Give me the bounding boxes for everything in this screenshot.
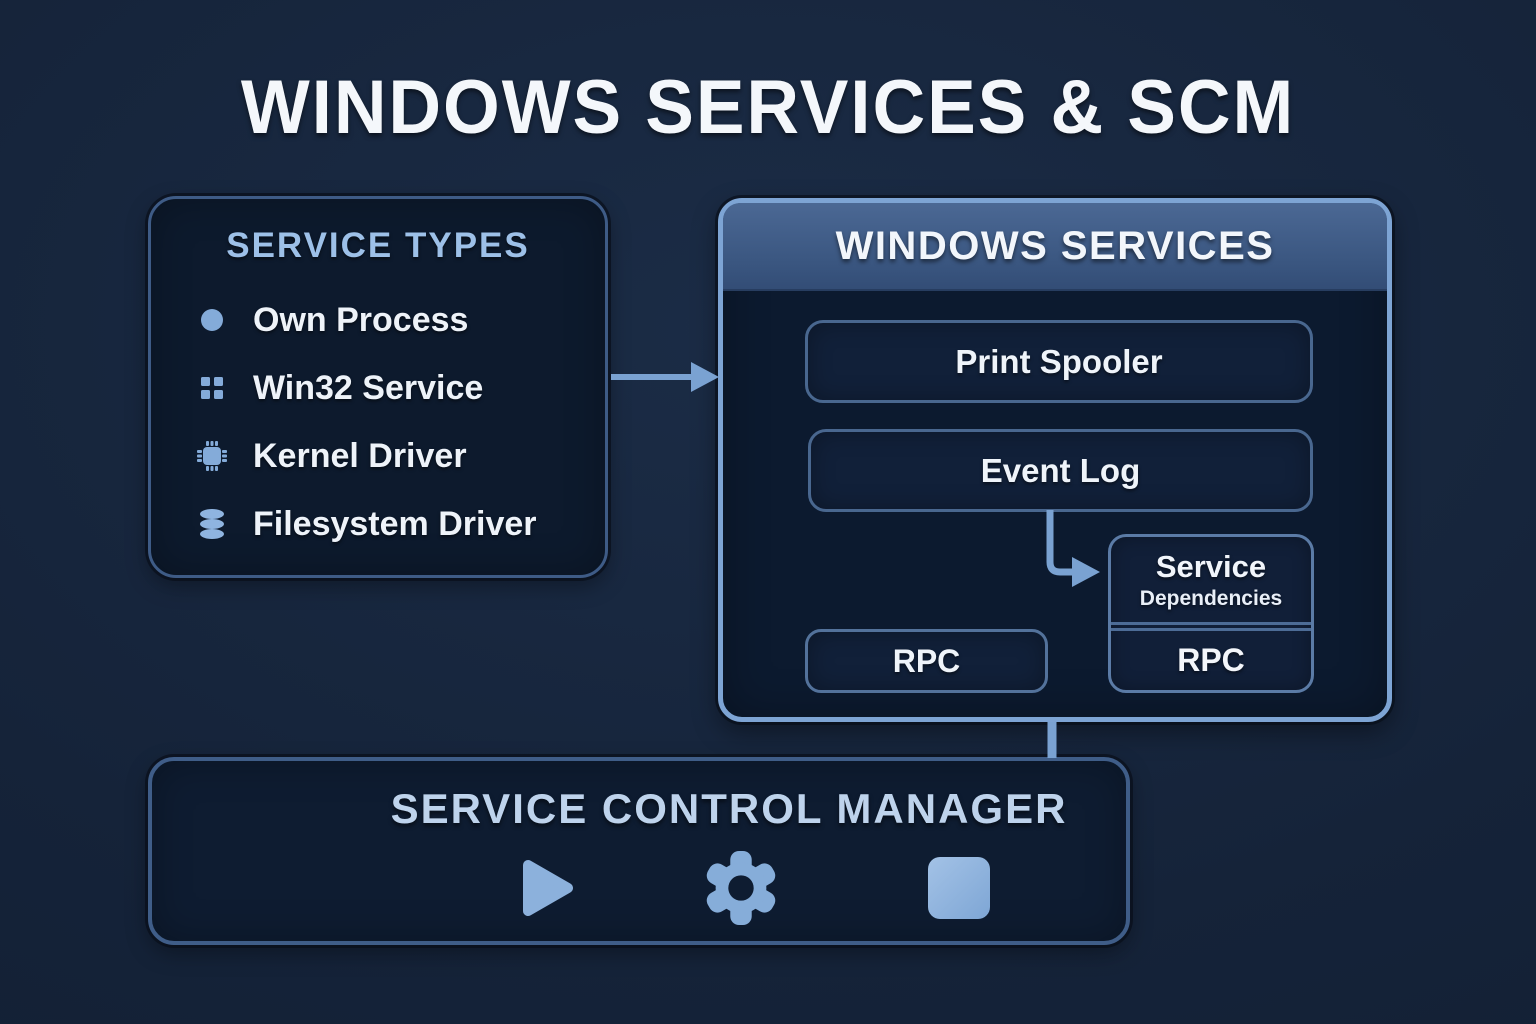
list-item-label: Win32 Service: [253, 368, 484, 407]
windows-services-header: WINDOWS SERVICES: [723, 203, 1387, 291]
scm-title: SERVICE CONTROL MANAGER: [390, 785, 1068, 832]
dot-icon: [197, 309, 227, 331]
service-node-label: Print Spooler: [955, 342, 1163, 380]
windows-services-title: WINDOWS SERVICES: [835, 223, 1275, 268]
list-item-label: Filesystem Driver: [253, 504, 537, 543]
stop-icon: [928, 857, 990, 919]
list-item-own-process: Own Process: [151, 300, 605, 340]
page-title: WINDOWS SERVICES & SCM: [240, 65, 1296, 150]
scm-panel: SERVICE CONTROL MANAGER: [148, 757, 1130, 945]
play-icon: [523, 860, 573, 916]
service-node-print-spooler: Print Spooler: [805, 320, 1313, 403]
list-item-filesystem-driver: Filesystem Driver: [151, 504, 605, 544]
service-types-title: SERVICE TYPES: [226, 226, 530, 265]
list-item-win32-service: Win32 Service: [151, 368, 605, 408]
service-dependencies-rpc: RPC: [1111, 628, 1311, 690]
windows-services-panel: WINDOWS SERVICES Print Spooler Event Log…: [718, 198, 1392, 722]
service-dependencies-node: Service Dependencies RPC: [1108, 534, 1314, 693]
chip-icon: [197, 441, 227, 471]
rpc-node-label: RPC: [1177, 642, 1245, 678]
rpc-node-label: RPC: [892, 642, 961, 679]
rpc-node: RPC: [805, 629, 1048, 693]
service-node-event-log: Event Log: [808, 429, 1313, 512]
service-types-panel: SERVICE TYPES Own Process Win32 Service: [148, 196, 608, 578]
service-node-label: Event Log: [980, 451, 1141, 489]
list-item-label: Own Process: [253, 300, 469, 339]
service-types-list: Own Process Win32 Service: [151, 300, 605, 544]
list-item-kernel-driver: Kernel Driver: [151, 436, 605, 476]
service-dependencies-label-line2: Dependencies: [1139, 586, 1283, 610]
arrow-types-to-services: [611, 362, 719, 392]
list-item-label: Kernel Driver: [253, 436, 467, 475]
gear-icon: [706, 850, 776, 926]
grid-icon: [197, 377, 227, 399]
service-dependencies-header: Service Dependencies: [1111, 537, 1311, 625]
database-icon: [197, 508, 227, 540]
service-dependencies-label-line1: Service: [1155, 548, 1267, 584]
